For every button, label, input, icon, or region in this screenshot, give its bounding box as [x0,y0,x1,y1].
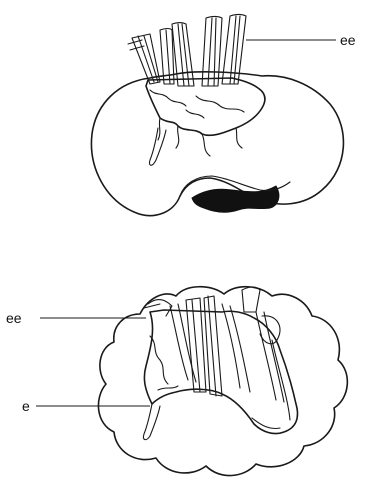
bottom-label-e: e [22,398,30,414]
top-label-ee: ee [340,32,356,48]
top-specimen-dark-notch [192,186,279,212]
top-specimen [91,15,343,216]
bottom-label-ee: ee [6,310,22,326]
bottom-specimen [36,287,347,476]
